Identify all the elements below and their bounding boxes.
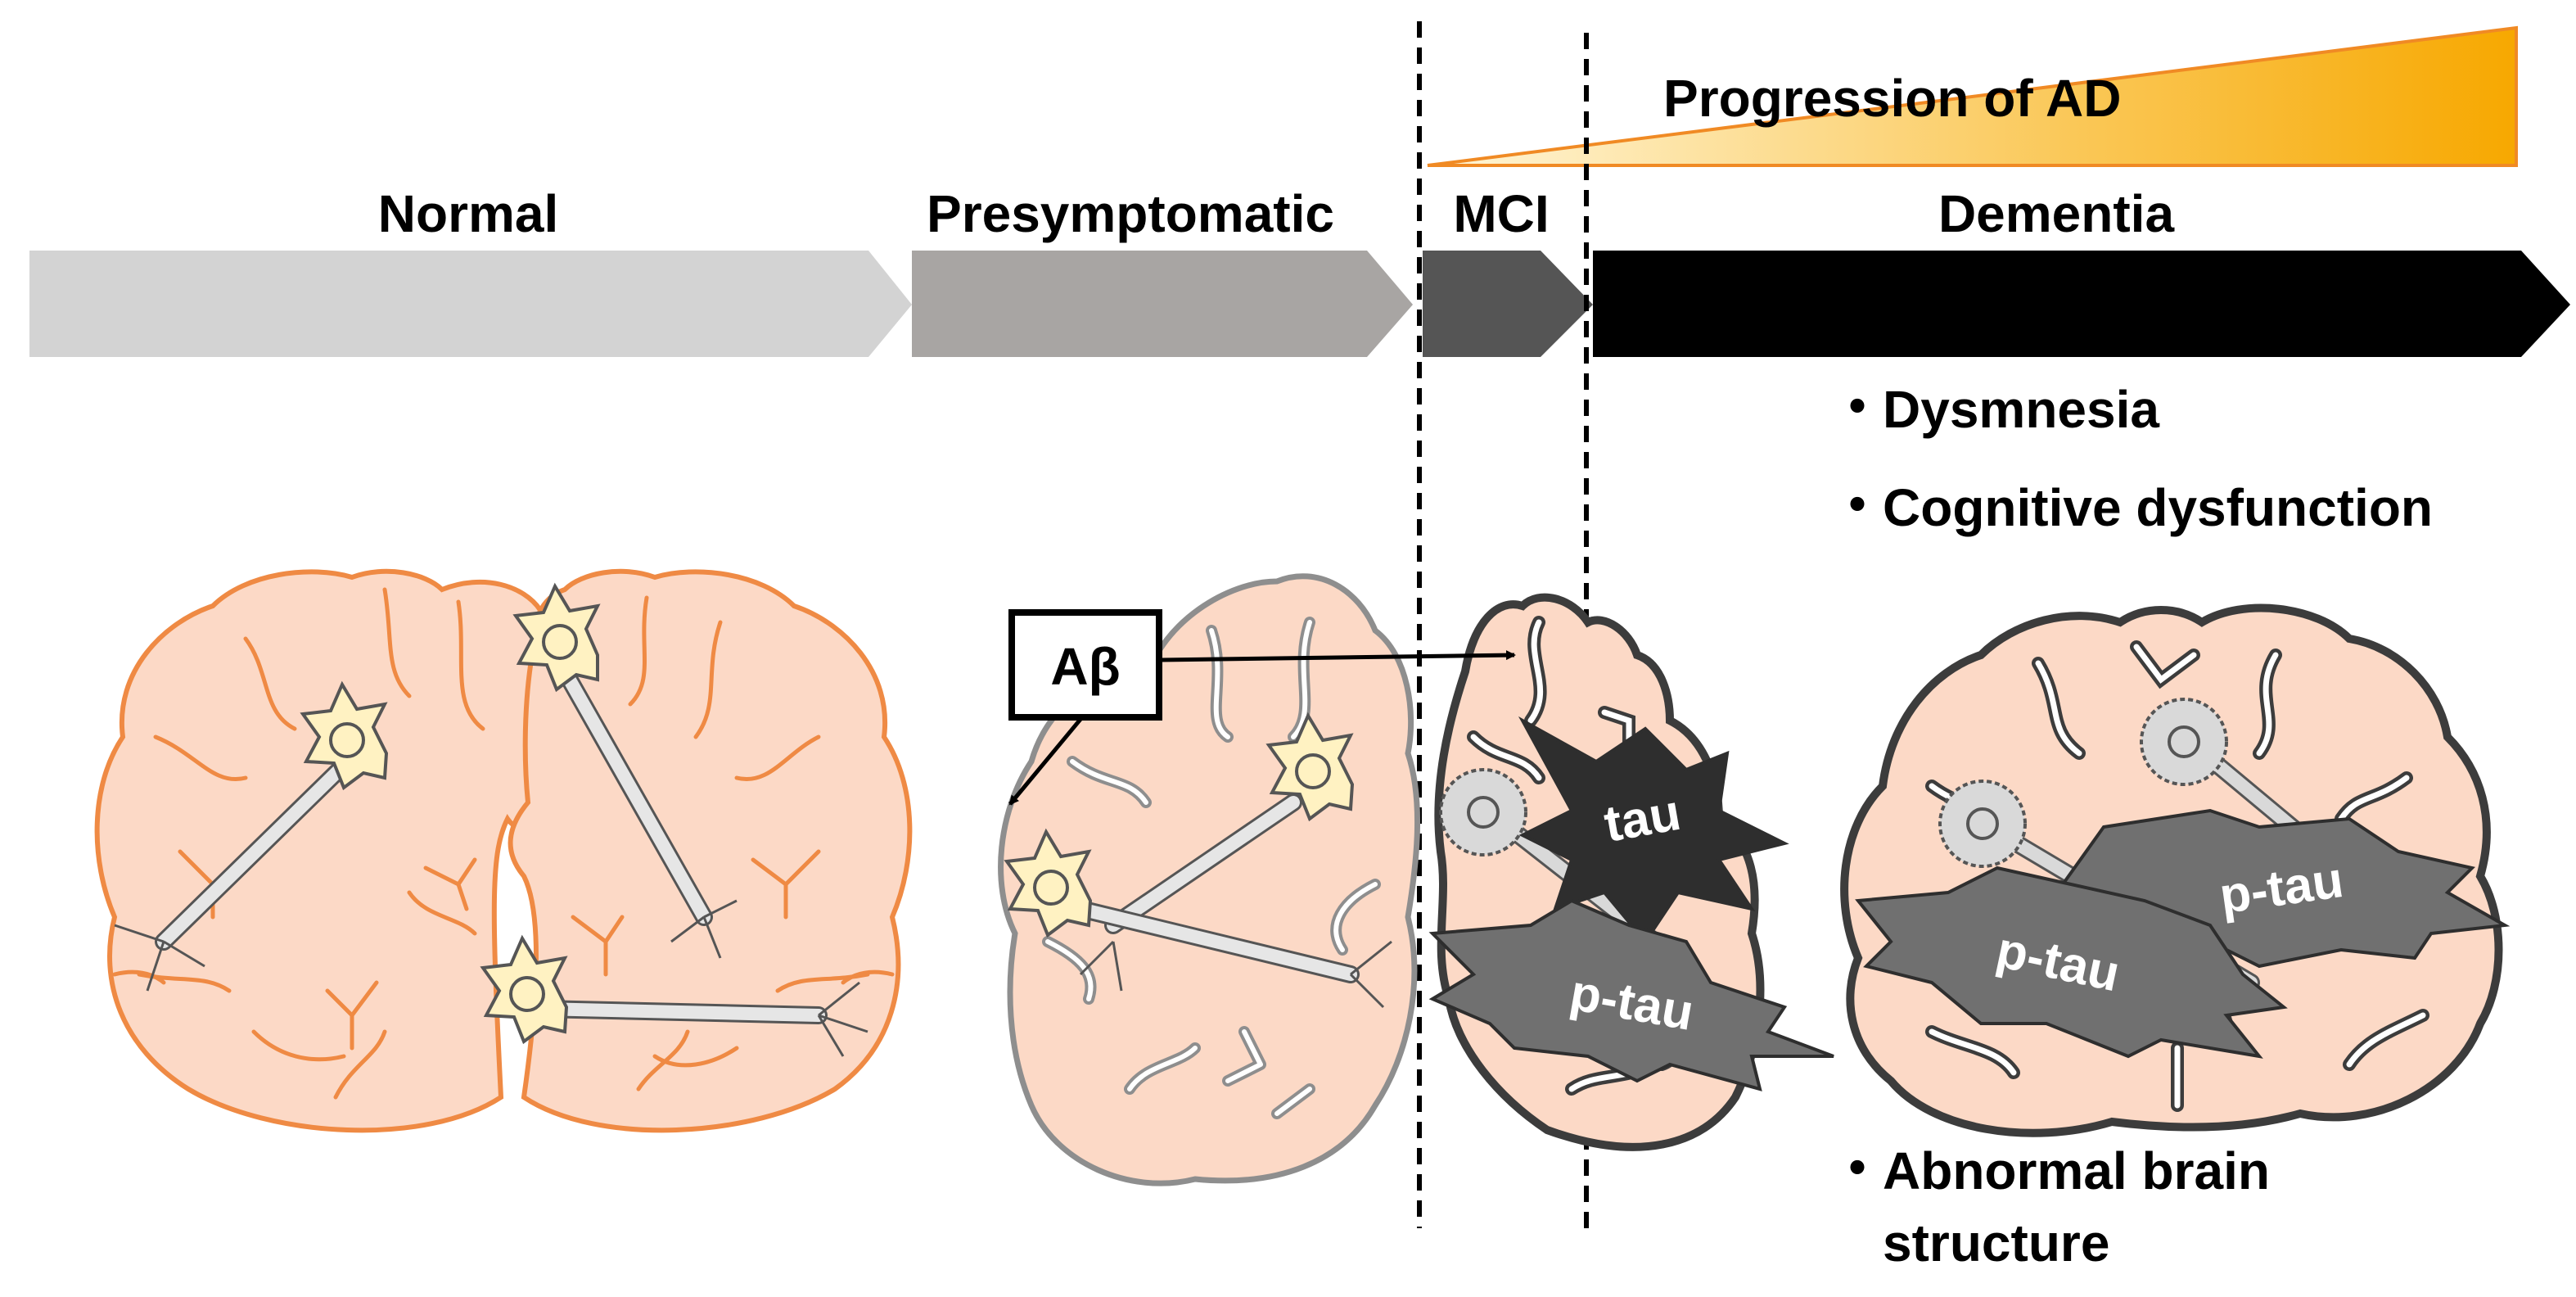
mci-brain: tau p-tau	[1428, 593, 1834, 1151]
neuron	[1104, 712, 1355, 934]
stage-label-dementia: Dementia	[1938, 184, 2175, 243]
tau-burst	[1518, 716, 1789, 945]
symptom-abnormal-line2: structure	[1883, 1213, 2109, 1272]
stage-label-mci: MCI	[1453, 184, 1549, 243]
tau-label: tau	[1600, 784, 1685, 853]
stage-arrow-mci	[1423, 251, 1593, 357]
neuron	[114, 680, 389, 992]
stage-arrow-presymptomatic	[912, 251, 1413, 357]
bullet-dot: ・	[1829, 1137, 1886, 1201]
presymptomatic-brain	[998, 573, 1421, 1186]
normal-brain	[94, 568, 913, 1133]
neuron	[1004, 828, 1392, 1009]
abeta-arrow-to-presymptomatic	[1008, 716, 1084, 806]
progression-label: Progression of AD	[1663, 69, 2121, 128]
bullet-dot: ・	[1829, 376, 1886, 440]
tau-aggregate: tau	[1518, 716, 1789, 945]
neuron	[512, 582, 738, 959]
symptom-list-top: ・ Dysmnesia ・ Cognitive dysfunction	[1829, 376, 2433, 538]
ptau-aggregate: p-tau	[1855, 865, 2288, 1059]
progression-gradient-triangle	[1427, 25, 2518, 167]
dementia-brain: p-tau p-tau	[1840, 603, 2511, 1137]
symptom-dysmnesia: Dysmnesia	[1883, 380, 2159, 439]
abeta-arrow-to-mci	[1160, 650, 1516, 662]
ptau-burst	[1855, 865, 2288, 1059]
ptau-burst	[1428, 898, 1834, 1091]
abeta-box	[1008, 609, 1162, 721]
normal-brain-outline	[508, 568, 913, 1133]
progression-of-ad: Progression of AD	[1427, 25, 2518, 167]
stage-label-normal: Normal	[378, 184, 559, 243]
stage-arrow-normal	[29, 251, 912, 357]
abeta-callout: Aβ	[1008, 609, 1516, 806]
bullet-dot: ・	[1829, 474, 1886, 538]
stage-label-presymptomatic: Presymptomatic	[927, 184, 1334, 243]
neuron	[480, 934, 868, 1057]
symptom-cognitive-dysfunction: Cognitive dysfunction	[1883, 478, 2433, 537]
symptom-abnormal-structure: ・ Abnormal brain structure	[1829, 1137, 2270, 1272]
stage-arrow-dementia	[1593, 251, 2570, 357]
ptau-aggregate: p-tau	[1428, 898, 1834, 1091]
symptom-abnormal-line1: Abnormal brain	[1883, 1141, 2270, 1200]
abeta-label: Aβ	[1050, 637, 1120, 696]
